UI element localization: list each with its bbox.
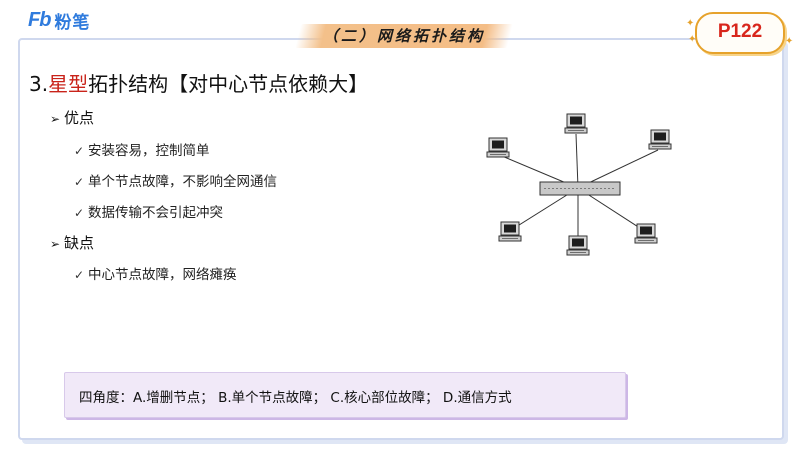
computer-icon — [498, 221, 522, 242]
advantage-text: 单个节点故障，不影响全网通信 — [88, 174, 277, 190]
disadvantage-text: 中心节点故障，网络瘫痪 — [88, 267, 237, 283]
heading-highlight: 星型 — [48, 72, 89, 96]
disadvantage-item: ✓中心节点故障，网络瘫痪 — [74, 263, 237, 283]
advantage-item: ✓单个节点故障，不影响全网通信 — [74, 170, 277, 190]
arrow-bullet-icon: ➢ — [50, 112, 61, 126]
advantage-text: 数据传输不会引起冲突 — [88, 205, 223, 221]
topic-heading: 3.星型拓扑结构【对中心节点依赖大】 — [29, 68, 368, 97]
sparkle-icon: ✦ — [688, 34, 697, 45]
advantages-heading: ➢优点 — [50, 107, 94, 128]
logo-mark: Fb — [28, 9, 51, 31]
quiz-box: 四角度：A.增删节点； B.单个节点故障； C.核心部位故障； D.通信方式 — [64, 372, 626, 418]
computer-icon — [564, 113, 588, 134]
heading-rest: 拓扑结构【对中心节点依赖大】 — [88, 72, 369, 96]
computer-icon — [486, 137, 510, 158]
sparkle-icon: ✦ — [785, 36, 794, 47]
logo-text: 粉笔 — [54, 13, 91, 33]
check-icon: ✓ — [74, 206, 85, 220]
advantage-item: ✓数据传输不会引起冲突 — [74, 201, 223, 221]
check-icon: ✓ — [74, 144, 85, 158]
page-badge: P122 — [695, 12, 785, 54]
check-icon: ✓ — [74, 268, 85, 282]
quiz-text: 四角度：A.增删节点； B.单个节点故障； C.核心部位故障； D.通信方式 — [79, 390, 512, 406]
heading-prefix: 3. — [29, 72, 49, 96]
hub-icon — [539, 181, 621, 196]
arrow-bullet-icon: ➢ — [50, 237, 61, 251]
star-topology-diagram — [486, 113, 672, 256]
logo: Fb 粉笔 — [28, 8, 90, 33]
disadvantages-heading: ➢缺点 — [50, 232, 94, 253]
page-number: P122 — [717, 21, 763, 42]
advantage-item: ✓安装容易，控制简单 — [74, 139, 210, 159]
check-icon: ✓ — [74, 175, 85, 189]
advantages-label: 优点 — [64, 109, 95, 127]
computer-icon — [634, 223, 658, 244]
advantage-text: 安装容易，控制简单 — [88, 143, 210, 159]
section-title: （二）网络拓扑结构 — [322, 27, 485, 45]
disadvantages-label: 缺点 — [64, 234, 95, 252]
computer-icon — [648, 129, 672, 150]
computer-icon — [566, 235, 590, 256]
sparkle-icon: ✦ — [686, 18, 695, 29]
